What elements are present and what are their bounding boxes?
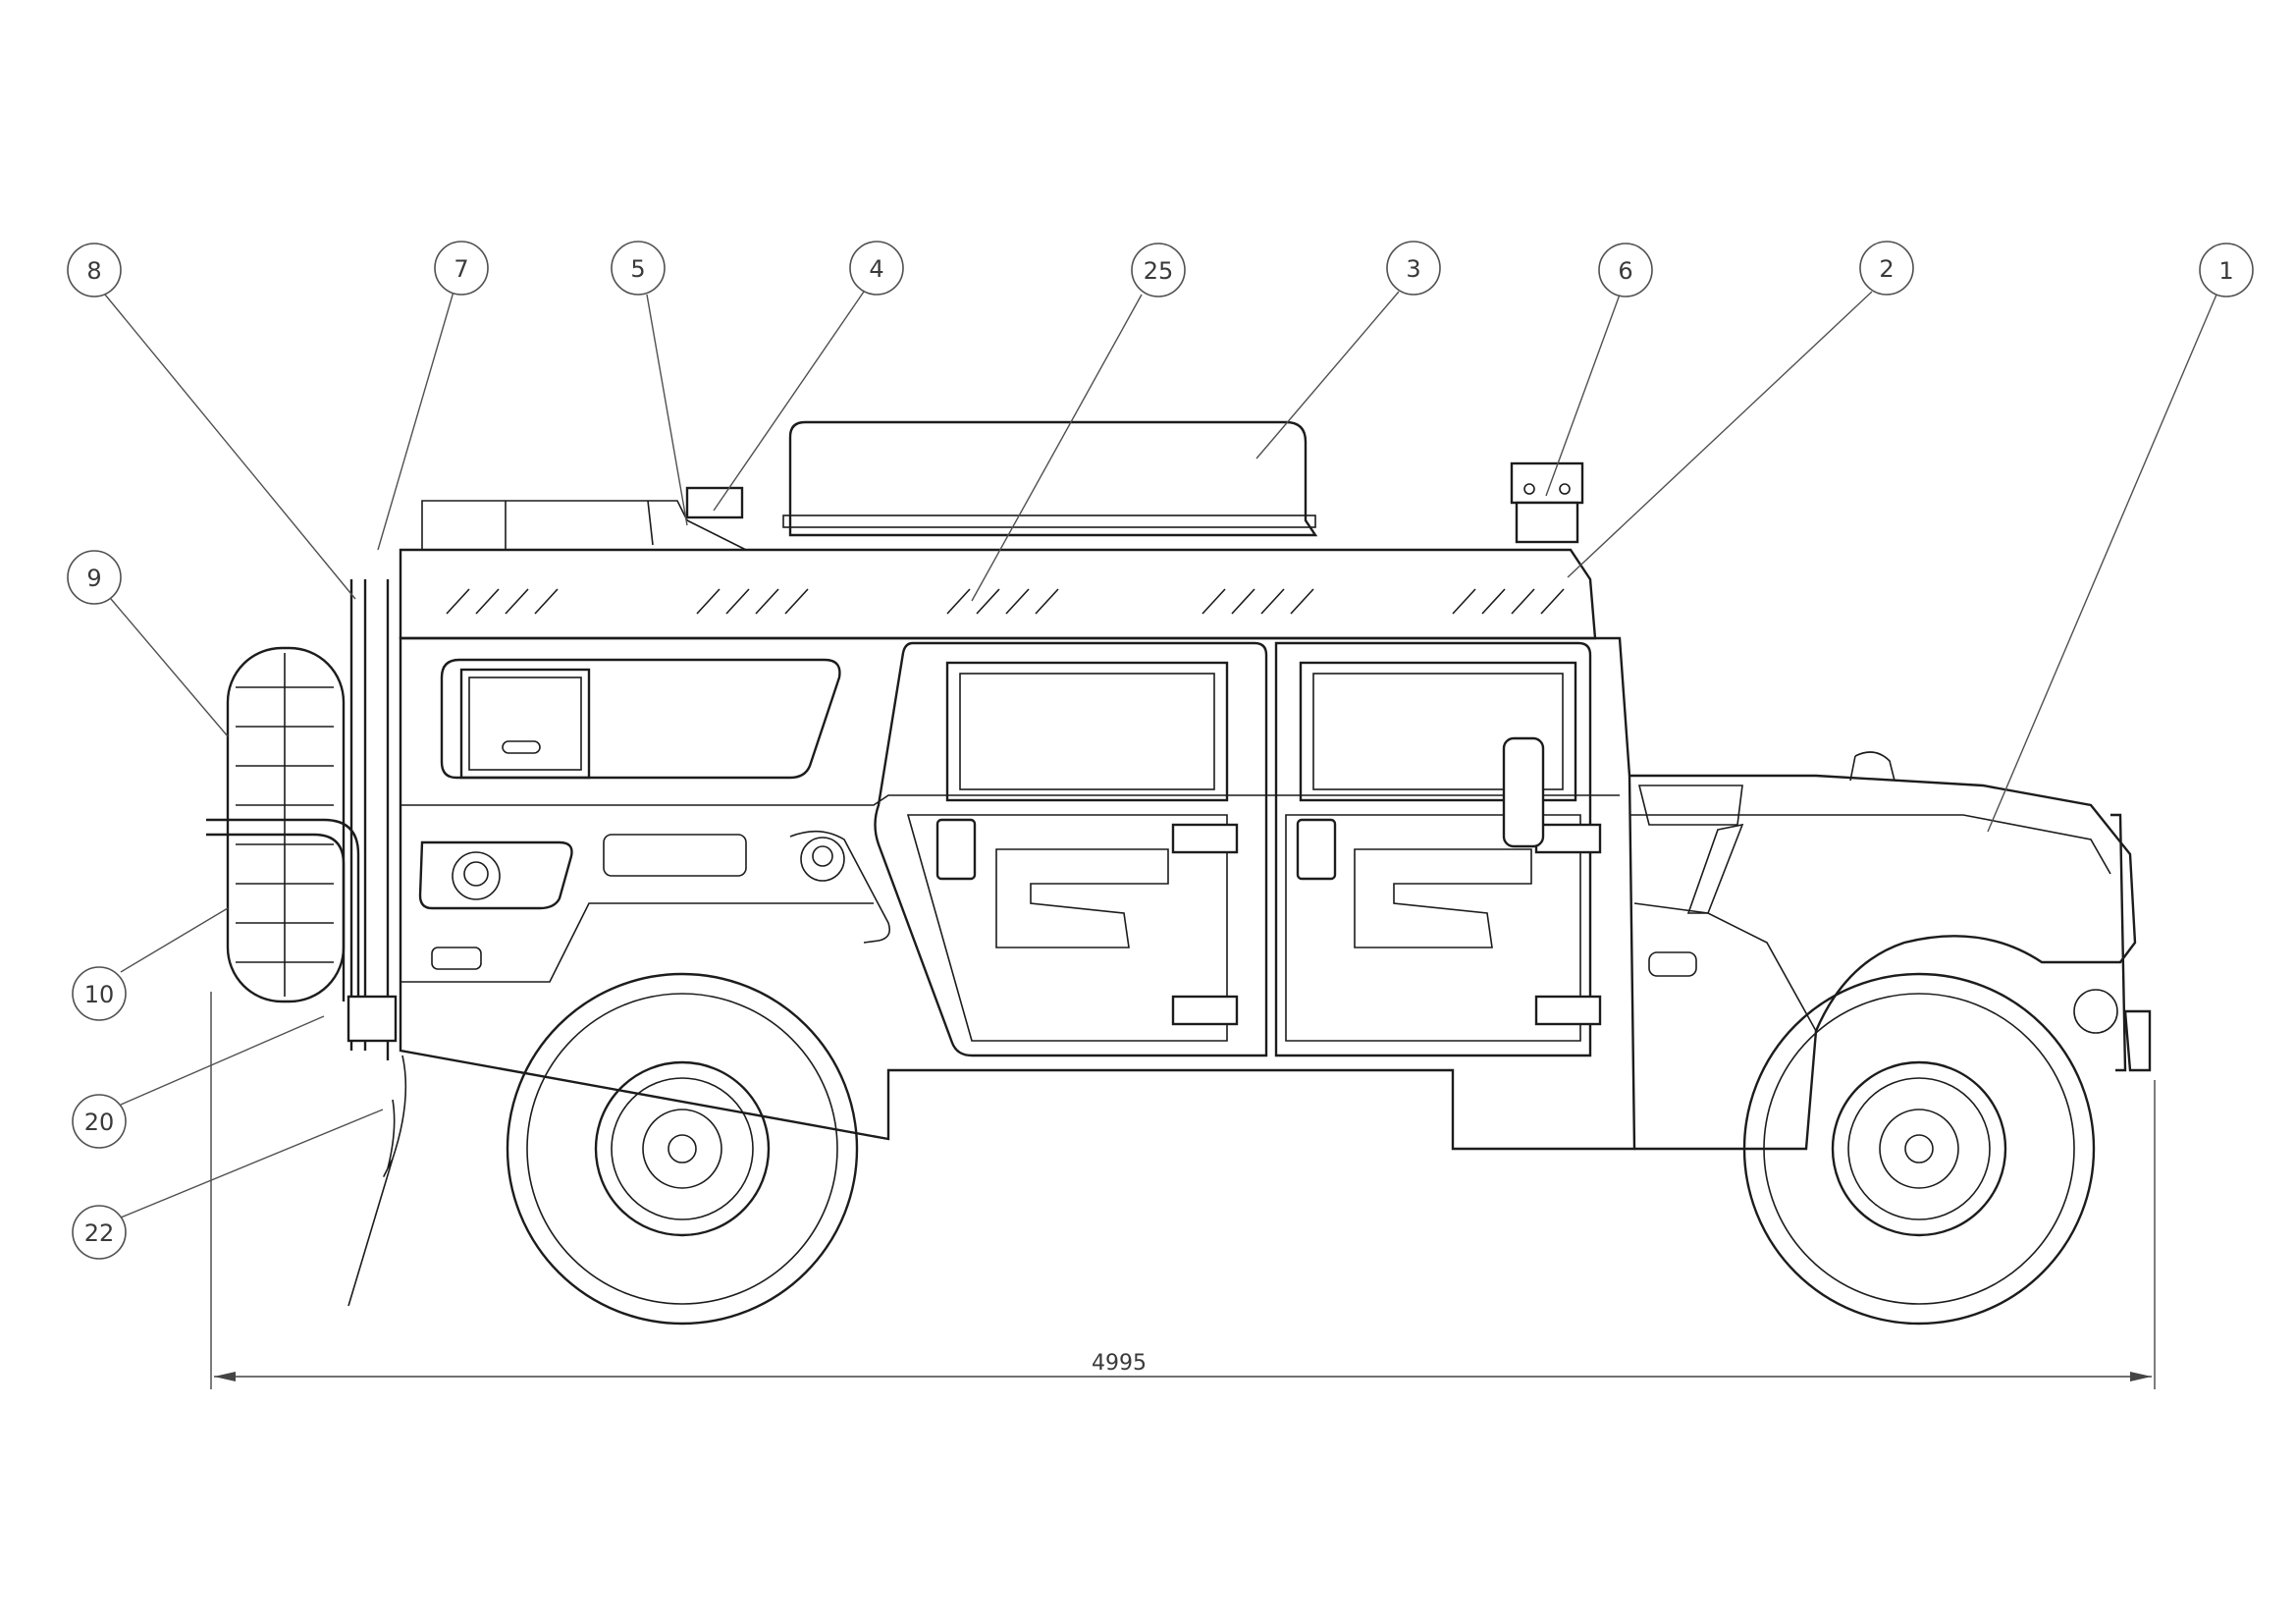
callout-5-label: 5 <box>630 255 645 283</box>
callout-7-label: 7 <box>454 255 468 283</box>
callout-10: 10 <box>72 966 127 1021</box>
callout-leaders <box>104 291 2217 1218</box>
callout-20: 20 <box>72 1094 127 1149</box>
callout-1: 1 <box>2199 243 2254 298</box>
callout-22: 22 <box>72 1205 127 1260</box>
callout-9-label: 9 <box>86 565 101 592</box>
callout-9: 9 <box>67 550 122 605</box>
callout-5: 5 <box>611 241 666 296</box>
callout-6: 6 <box>1598 243 1653 298</box>
callout-8-label: 8 <box>86 257 101 285</box>
callout-7: 7 <box>434 241 489 296</box>
callout-4: 4 <box>849 241 904 296</box>
callout-1-label: 1 <box>2218 257 2233 285</box>
callout-6-label: 6 <box>1618 257 1632 285</box>
callout-25: 25 <box>1131 243 1186 298</box>
callout-10-label: 10 <box>84 981 115 1008</box>
rear-wheel <box>506 972 859 1326</box>
callout-20-label: 20 <box>84 1109 115 1136</box>
callout-25-label: 25 <box>1144 257 1174 285</box>
front-wheel <box>1742 972 2096 1326</box>
vehicle-body <box>206 420 2152 1307</box>
callout-3: 3 <box>1386 241 1441 296</box>
callout-3-label: 3 <box>1406 255 1420 283</box>
callout-22-label: 22 <box>84 1219 115 1247</box>
overall-length-dimension: 4995 <box>210 992 2156 1389</box>
dimension-label: 4995 <box>1092 1351 1147 1376</box>
callout-2: 2 <box>1859 241 1914 296</box>
callout-2-label: 2 <box>1879 255 1894 283</box>
callout-8: 8 <box>67 243 122 298</box>
callout-4-label: 4 <box>869 255 883 283</box>
